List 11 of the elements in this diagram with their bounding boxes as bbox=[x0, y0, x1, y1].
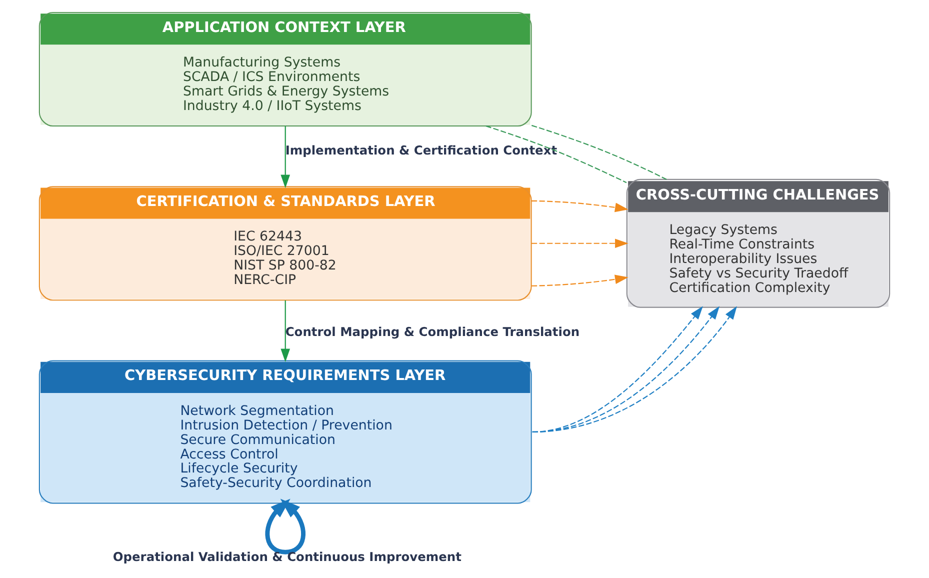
edge-label: Implementation & Certification Context bbox=[285, 144, 558, 158]
connector bbox=[531, 124, 667, 180]
edge-label: Control Mapping & Compliance Translation bbox=[285, 325, 580, 340]
arrow bbox=[532, 200, 628, 212]
arrow bbox=[265, 498, 306, 554]
edge-label: Operational Validation & Continuous Improvement bbox=[112, 550, 462, 564]
connector bbox=[486, 125, 627, 184]
arrow bbox=[532, 274, 628, 286]
arrow bbox=[280, 126, 290, 188]
arrow bbox=[532, 238, 628, 248]
arrow bbox=[280, 300, 290, 362]
